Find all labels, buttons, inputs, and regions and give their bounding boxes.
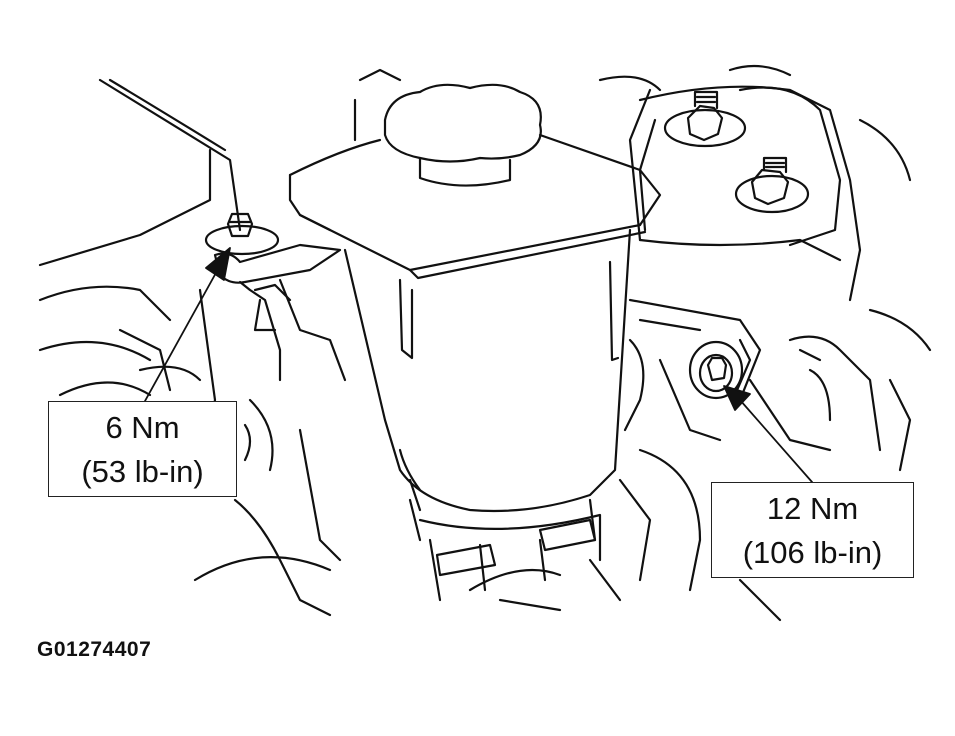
reservoir-bracket xyxy=(213,243,342,382)
mounting-studs xyxy=(663,90,810,214)
torque-lbin-left: (53 lb-in) xyxy=(81,454,204,489)
torque-callout-left: 6 Nm (53 lb-in) xyxy=(48,401,237,497)
torque-callout-right: 12 Nm (106 lb-in) xyxy=(711,482,914,578)
reservoir-body xyxy=(288,133,662,602)
left-bolt xyxy=(204,212,280,256)
right-bolt xyxy=(688,338,752,400)
figure-id: G01274407 xyxy=(37,638,152,661)
engine-bay-outline xyxy=(38,64,932,622)
reservoir-cap xyxy=(383,83,542,187)
leader-arrows xyxy=(144,247,813,483)
torque-nm-right: 12 Nm xyxy=(766,491,859,526)
torque-nm-left: 6 Nm xyxy=(105,410,180,445)
torque-lbin-right: (106 lb-in) xyxy=(742,535,883,570)
